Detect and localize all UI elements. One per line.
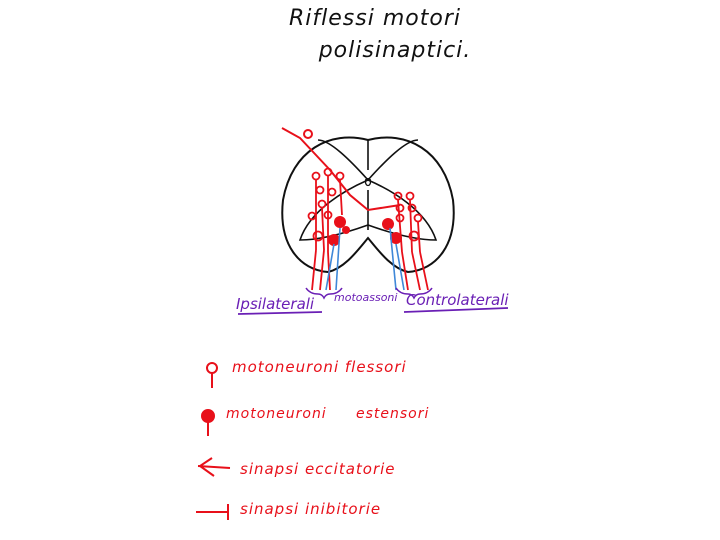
motor-axons-label: motoassoni: [334, 291, 398, 304]
excitatory-synapse-symbol: [197, 457, 231, 477]
ipsilateral-brace: [305, 287, 343, 300]
afferent-ganglion: [303, 129, 313, 139]
ipsilateral-label: Ipsilaterali: [236, 295, 315, 313]
contralateral-label: Controlaterali: [406, 291, 509, 309]
ipsilateral-interneurons: [307, 167, 345, 252]
legend-extensor-text-a: motoneuroni: [226, 406, 327, 422]
legend-excitatory-text: sinapsi eccitatorie: [240, 460, 396, 478]
title-line-2: polisinaptici.: [318, 38, 472, 63]
extensor-legend-symbol: [201, 409, 215, 436]
legend-inhibitory-text: sinapsi inibitorie: [240, 500, 382, 518]
ipsilateral-extensor-motoneurons: [328, 216, 350, 246]
contralateral-extensor-motoneurons: [382, 218, 402, 244]
spinal-cord-outline: [281, 136, 455, 274]
central-canal: [364, 177, 372, 187]
legend-extensor-text-b: estensori: [356, 406, 430, 422]
contralateral-interneurons: [393, 191, 423, 253]
inhibitory-synapse-symbol: [196, 504, 229, 520]
title-line-1: Riflessi motori: [289, 6, 461, 31]
blue-motor-axons: [325, 227, 405, 291]
contralateral-underline: [403, 307, 509, 313]
legend-flexor-text: motoneuroni flessori: [232, 358, 407, 376]
flexor-legend-symbol: [206, 362, 218, 388]
contralateral-brace: [395, 287, 433, 300]
ipsilateral-underline: [237, 311, 323, 315]
